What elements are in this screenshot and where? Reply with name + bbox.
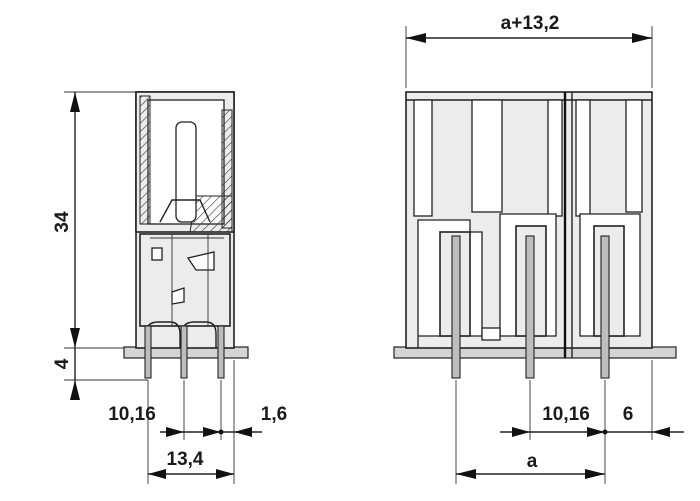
front-pin-1 (451, 235, 461, 379)
side-dim-offset-label: 1,6 (261, 404, 287, 425)
side-pin-1 (144, 325, 152, 379)
front-dim-a-label: a (527, 451, 538, 472)
front-dim-total-width-label: a+13,2 (501, 13, 560, 34)
front-view: a+13,2 10,16 6 a (393, 13, 684, 484)
side-left-wall (139, 95, 151, 225)
side-view: 34 4 10,16 1,6 13,4 (52, 91, 287, 484)
side-contact-blade (175, 121, 197, 223)
side-dim-width-label: 13,4 (167, 449, 204, 470)
front-pin-2 (525, 235, 535, 379)
front-dim-edge-label: 6 (623, 404, 634, 425)
side-lower-body (139, 233, 231, 327)
side-pin-3 (217, 325, 225, 379)
front-pin-3 (600, 235, 610, 379)
side-dim-height-label: 34 (52, 211, 73, 233)
side-pin-2 (180, 325, 188, 379)
front-dim-pitch-label: 10,16 (542, 404, 590, 425)
side-dim-pin-length-label: 4 (52, 358, 73, 369)
side-dim-pitch-label: 10,16 (108, 404, 156, 425)
